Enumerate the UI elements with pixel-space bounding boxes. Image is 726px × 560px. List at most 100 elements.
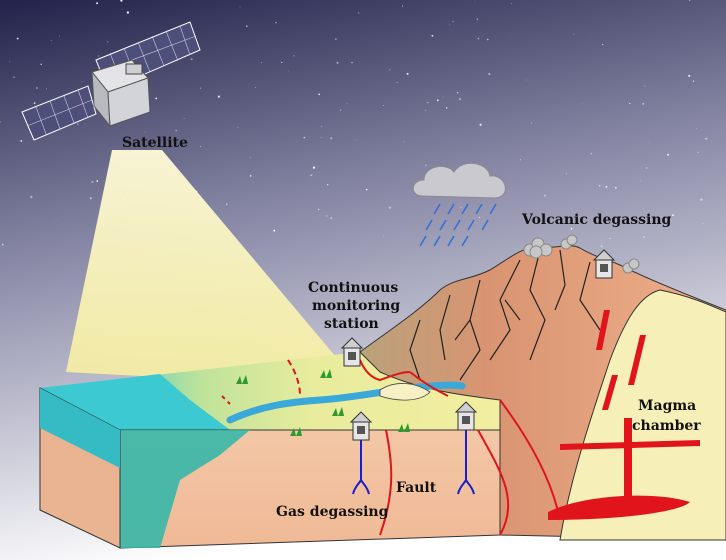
- star: [351, 62, 353, 64]
- star: [442, 95, 444, 97]
- star: [403, 141, 405, 143]
- star: [449, 24, 451, 26]
- star: [544, 194, 546, 197]
- sea-side-face: [40, 388, 120, 468]
- star: [200, 145, 202, 147]
- star: [643, 236, 645, 238]
- star: [97, 55, 100, 57]
- star: [436, 99, 439, 102]
- star: [667, 153, 670, 156]
- rain-icon: [419, 203, 497, 247]
- star: [689, 0, 691, 2]
- star: [321, 126, 323, 127]
- star: [425, 164, 427, 166]
- star: [570, 227, 573, 230]
- river: [226, 381, 466, 424]
- grass-icons: [236, 369, 410, 436]
- star: [321, 137, 323, 138]
- star: [77, 123, 79, 125]
- star: [383, 235, 384, 237]
- star: [96, 2, 99, 5]
- star: [396, 82, 398, 84]
- satellite-beam: [66, 150, 362, 388]
- sea-front-face: [120, 430, 250, 548]
- star: [312, 166, 316, 169]
- star: [511, 3, 512, 5]
- star: [281, 61, 283, 63]
- star: [20, 139, 23, 142]
- star: [382, 104, 384, 106]
- star: [273, 229, 276, 232]
- star: [50, 40, 52, 41]
- star: [388, 206, 391, 209]
- star: [646, 167, 648, 169]
- star: [358, 12, 360, 14]
- magma-label-line1: Magma: [638, 398, 696, 414]
- star: [692, 80, 695, 82]
- cloud-icon: [412, 162, 506, 199]
- star: [126, 11, 130, 14]
- star: [424, 109, 426, 111]
- star: [163, 140, 166, 143]
- star: [573, 33, 575, 35]
- star: [648, 141, 650, 143]
- star: [1, 243, 4, 246]
- star: [89, 197, 92, 200]
- star: [226, 203, 228, 205]
- star: [16, 37, 19, 40]
- star: [688, 74, 691, 77]
- star: [58, 35, 60, 37]
- star: [474, 1, 476, 3]
- star: [479, 123, 482, 126]
- star: [239, 6, 241, 8]
- satellite-label: Satellite: [122, 135, 188, 151]
- star: [406, 72, 409, 75]
- star: [261, 62, 263, 64]
- star: [402, 5, 404, 7]
- monitoring-station-icon: [340, 249, 616, 441]
- star: [629, 102, 631, 105]
- star: [40, 63, 42, 65]
- star: [355, 139, 357, 141]
- star: [697, 151, 699, 153]
- star: [427, 102, 429, 104]
- star: [642, 103, 644, 105]
- star: [696, 128, 697, 129]
- star: [45, 88, 48, 90]
- star: [644, 85, 646, 87]
- star: [55, 219, 57, 221]
- station-label-line1: Continuous: [308, 280, 398, 296]
- star: [565, 172, 567, 174]
- star: [598, 185, 601, 187]
- star: [217, 95, 221, 98]
- star: [81, 81, 83, 83]
- star: [609, 237, 611, 240]
- star: [91, 181, 94, 184]
- star: [144, 131, 146, 133]
- star: [199, 87, 202, 89]
- star: [310, 174, 313, 177]
- star: [457, 92, 459, 94]
- star: [237, 127, 239, 128]
- star: [705, 137, 708, 140]
- star: [249, 175, 252, 177]
- star: [330, 137, 333, 140]
- star: [605, 185, 608, 188]
- star: [9, 60, 11, 62]
- gas-degassing-label: Gas degassing: [276, 504, 389, 520]
- star: [346, 103, 348, 105]
- station-label-line2: monitoring: [312, 298, 400, 314]
- gas-degassing-arrows: [352, 430, 475, 495]
- star: [477, 37, 480, 40]
- star: [671, 214, 674, 217]
- star: [476, 18, 479, 20]
- star: [702, 222, 704, 224]
- star: [488, 72, 491, 76]
- star: [317, 208, 320, 211]
- star: [445, 107, 448, 109]
- star: [365, 188, 368, 191]
- star: [107, 41, 109, 43]
- star: [303, 136, 306, 139]
- star: [0, 121, 1, 123]
